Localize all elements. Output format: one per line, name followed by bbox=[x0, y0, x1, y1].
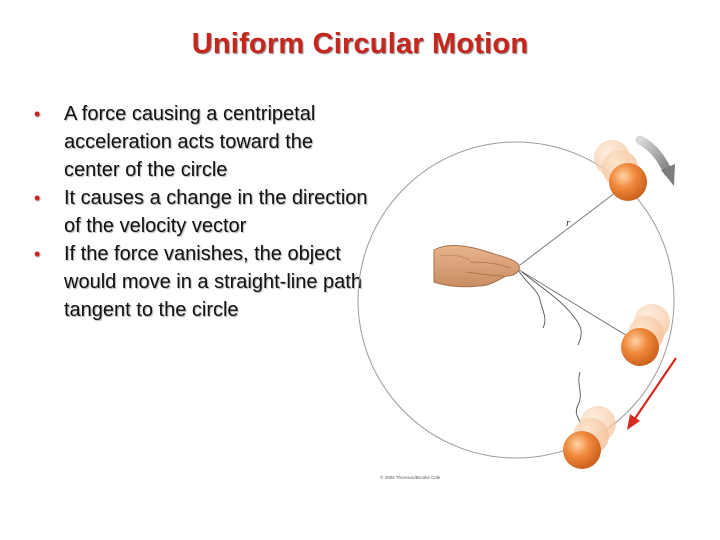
loose-string bbox=[517, 269, 546, 329]
tangent-arrow-icon bbox=[627, 357, 677, 430]
radius-label: r bbox=[566, 217, 571, 229]
loose-string bbox=[575, 371, 582, 431]
orbit-circle bbox=[357, 141, 675, 459]
bullet-text: It causes a change in the direction of t… bbox=[64, 187, 368, 237]
copyright-text: © 2004 Thomson/Brooks Cole bbox=[380, 474, 441, 480]
ball-icon bbox=[621, 304, 670, 366]
bullet-item: • It causes a change in the direction of… bbox=[34, 184, 374, 240]
bullet-item: • If the force vanishes, the object woul… bbox=[34, 240, 374, 324]
bullet-text: If the force vanishes, the object would … bbox=[64, 243, 362, 321]
hand-icon bbox=[433, 245, 520, 288]
bullet-text: A force causing a centripetal accelerati… bbox=[64, 103, 316, 181]
motion-arrow-icon bbox=[635, 135, 675, 186]
bullet-list: • A force causing a centripetal accelera… bbox=[34, 100, 374, 324]
loose-string bbox=[521, 271, 582, 346]
ball-icon bbox=[594, 140, 647, 201]
bullet-item: • A force causing a centripetal accelera… bbox=[34, 100, 374, 184]
bullet-marker: • bbox=[34, 244, 41, 264]
radius-line-top bbox=[515, 182, 629, 269]
radius-line-right bbox=[515, 267, 638, 343]
bullet-marker: • bbox=[34, 188, 41, 208]
bullet-marker: • bbox=[34, 104, 41, 124]
slide-title: Uniform Circular Motion bbox=[191, 28, 529, 60]
ball-icon bbox=[563, 406, 616, 469]
